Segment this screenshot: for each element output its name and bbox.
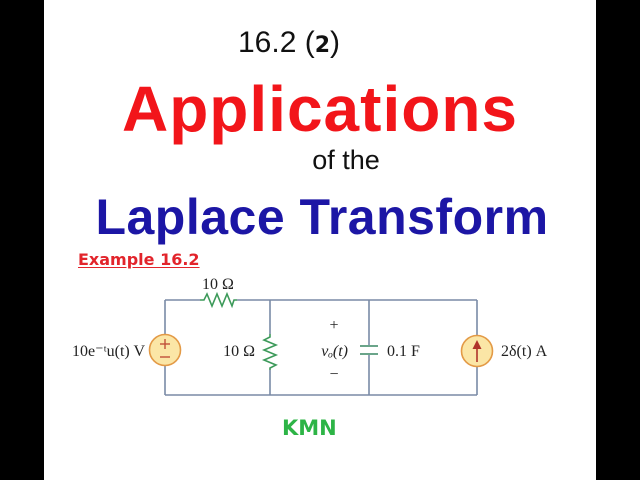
title-laplace-transform: Laplace Transform xyxy=(95,189,549,245)
shunt-resistor-icon xyxy=(261,334,279,370)
author-credit: KMN xyxy=(282,416,337,440)
voltage-source-icon xyxy=(148,333,182,367)
title-of-the: of the xyxy=(312,145,380,175)
capacitor-label: 0.1 F xyxy=(387,343,420,360)
shunt-resistor-label: 10 Ω xyxy=(223,343,255,360)
output-voltage-label: vₒ(t) xyxy=(321,343,348,360)
current-source-icon xyxy=(460,334,494,368)
circuit-diagram: 10 Ω 10e⁻ᵗu(t) V 10 Ω + vₒ(t) − 0.1 F 2δ… xyxy=(72,276,548,396)
section-number-close: ) xyxy=(330,26,341,59)
example-label: Example 16.2 xyxy=(78,250,200,269)
slide-canvas: 16.2 (2) Applications of the Laplace Tra… xyxy=(44,0,596,480)
current-source-label: 2δ(t) A xyxy=(501,343,548,360)
part-number: 2 xyxy=(314,33,331,58)
voltage-source-label: 10e⁻ᵗu(t) V xyxy=(72,343,145,360)
section-number: 16.2 (2) xyxy=(238,26,340,60)
series-resistor-icon xyxy=(200,291,237,309)
series-resistor-label: 10 Ω xyxy=(202,276,234,293)
title-applications: Applications xyxy=(121,73,519,145)
section-number-text: 16.2 ( xyxy=(238,26,315,59)
circuit-wires xyxy=(164,299,478,396)
capacitor-icon xyxy=(360,345,378,355)
output-plus-label: + xyxy=(329,317,338,334)
output-minus-label: − xyxy=(329,366,338,383)
